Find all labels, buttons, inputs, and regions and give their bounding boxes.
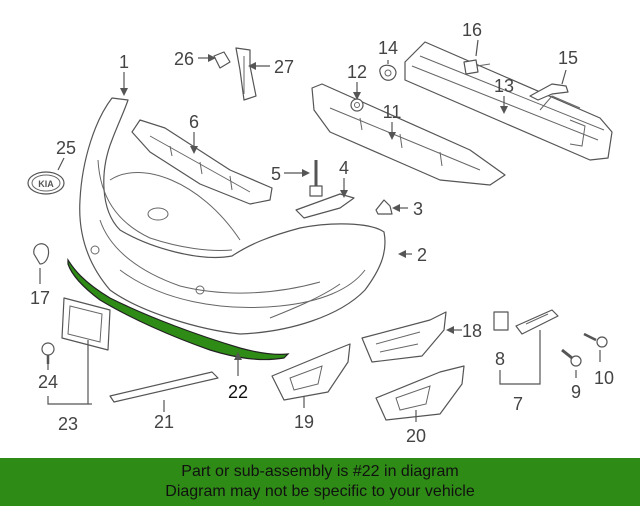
part-7-bracket [515, 309, 559, 335]
callout-8: 8 [495, 349, 505, 369]
callout-14: 14 [378, 38, 398, 58]
part-8-clip [493, 311, 509, 331]
part-22-fill [67, 258, 290, 361]
callout-15: 15 [558, 48, 578, 68]
leader-lines [39, 39, 601, 422]
callout-6: 6 [189, 112, 199, 132]
part-17-cap [33, 243, 50, 265]
callout-27: 27 [274, 57, 294, 77]
callout-26: 26 [174, 49, 194, 69]
emblem-logo-text: KIA [38, 179, 54, 189]
part-16-bolt [463, 59, 491, 75]
part-20-fog-cover [375, 365, 465, 421]
callout-7: 7 [513, 394, 523, 414]
part-26-clip [213, 51, 231, 69]
part-15-bracket [529, 83, 569, 101]
part-6-upper-bracket [131, 119, 273, 205]
part-13-impact-beam [404, 41, 613, 161]
part-5-bolt [309, 160, 323, 197]
part-9-bolt [561, 348, 582, 367]
leader-arrowheads [120, 54, 508, 360]
part-18-grille [361, 311, 447, 363]
callout-4: 4 [339, 158, 349, 178]
bumper-parts-diagram: KIA [27, 20, 614, 446]
part-24-screw [41, 342, 55, 364]
callout-5: 5 [271, 164, 281, 184]
callout-25: 25 [56, 138, 76, 158]
part-19-fog-cover [271, 343, 351, 401]
callout-17: 17 [30, 288, 50, 308]
callout-1: 1 [119, 52, 129, 72]
callout-22: 22 [228, 382, 248, 402]
part-1-front-bumper-cover [79, 97, 386, 335]
part-23-license-bracket [61, 297, 111, 351]
callout-3: 3 [413, 199, 423, 219]
part-14-bracket [379, 64, 397, 81]
part-21-molding [109, 371, 219, 403]
callout-24: 24 [38, 372, 58, 392]
part-3-clip [375, 199, 393, 215]
callout-16: 16 [462, 20, 482, 40]
part-10-screw [583, 332, 608, 348]
banner-line-2: Diagram may not be specific to your vehi… [165, 483, 475, 500]
part-4-bracket [295, 193, 355, 219]
callout-18: 18 [462, 321, 482, 341]
part-12-nut [350, 98, 364, 112]
callout-13: 13 [494, 76, 514, 96]
callout-23: 23 [58, 414, 78, 434]
info-banner: Part or sub-assembly is #22 in diagram D… [0, 458, 640, 506]
callout-10: 10 [594, 368, 614, 388]
callout-20: 20 [406, 426, 426, 446]
callout-9: 9 [571, 382, 581, 402]
callout-19: 19 [294, 412, 314, 432]
callout-21: 21 [154, 412, 174, 432]
callout-numbers: 1 6 5 4 3 2 12 14 11 16 13 15 26 27 25 1… [30, 20, 614, 446]
callout-2: 2 [417, 245, 427, 265]
callout-12: 12 [347, 62, 367, 82]
banner-line-1: Part or sub-assembly is #22 in diagram [181, 463, 459, 480]
part-25-emblem: KIA [27, 171, 65, 195]
callout-11: 11 [383, 102, 402, 122]
part-27-bracket [235, 47, 257, 101]
part-22-lower-spoiler-highlighted [67, 258, 290, 361]
